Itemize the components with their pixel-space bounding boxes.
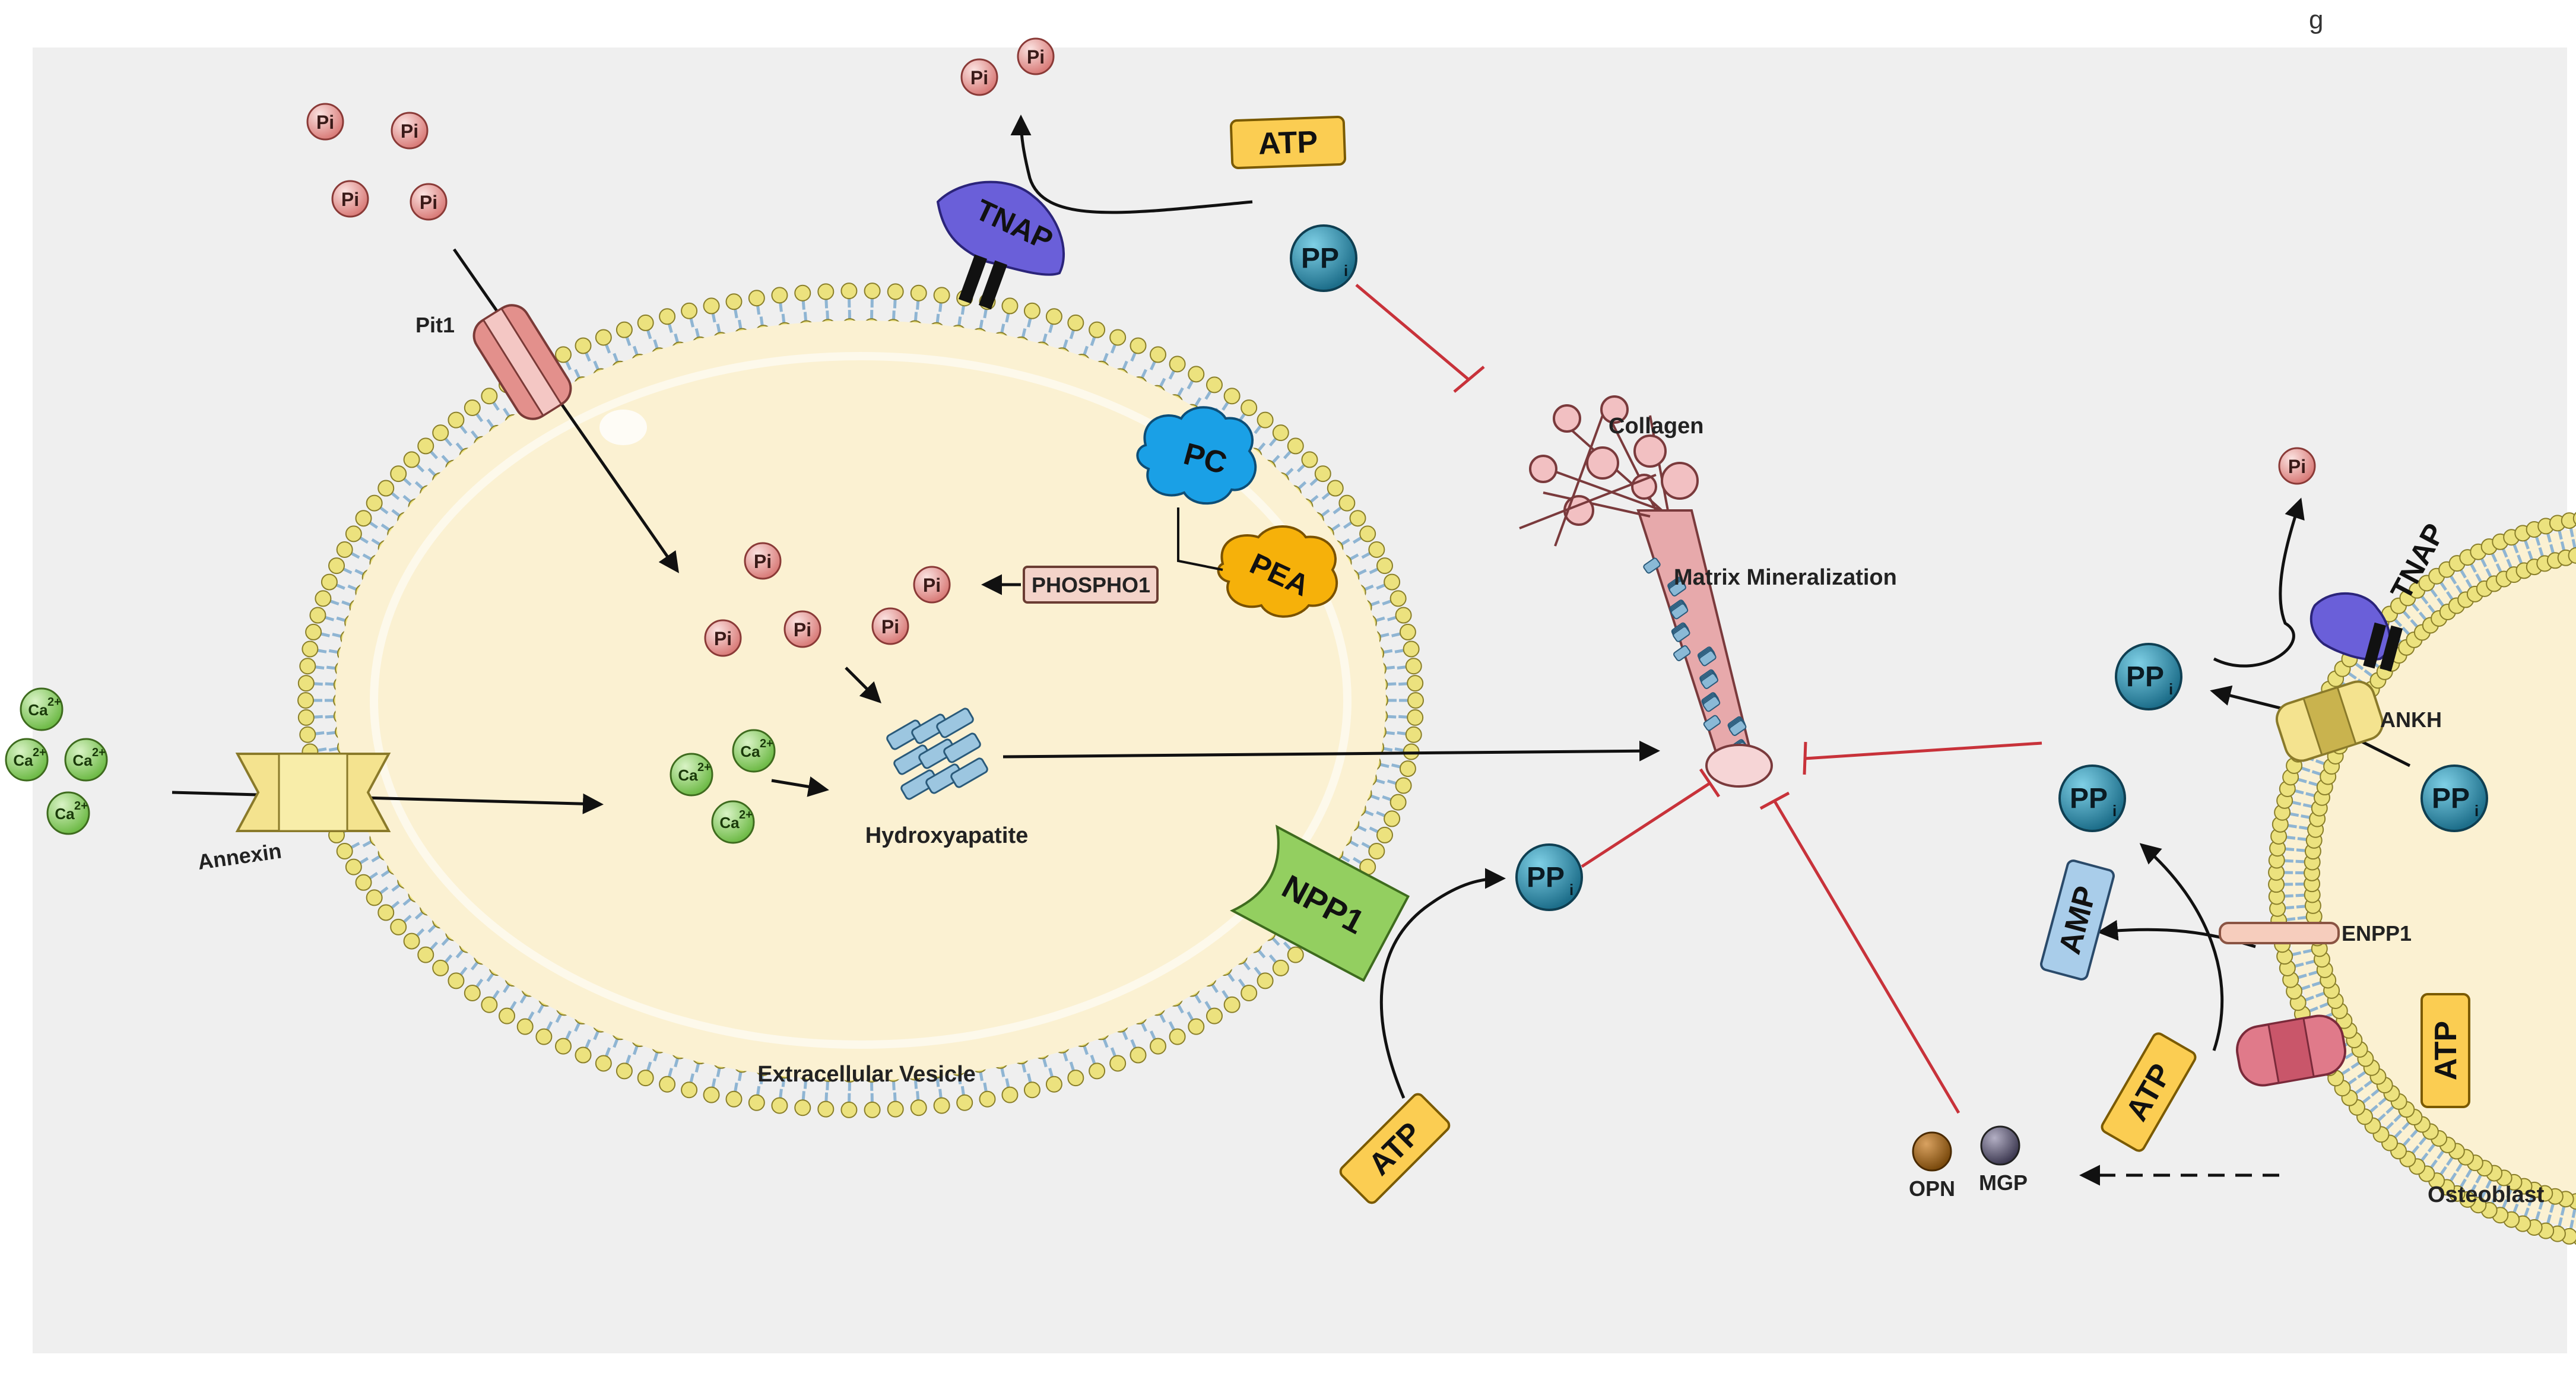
svg-text:Pi: Pi (754, 551, 772, 572)
pi-molecule: Pi (307, 104, 343, 139)
svg-text:Pi: Pi (881, 616, 899, 637)
pi-molecule: Pi (873, 608, 908, 644)
svg-text:2+: 2+ (739, 808, 753, 821)
pi-molecule: Pi (705, 620, 741, 656)
svg-text:Pi: Pi (316, 112, 334, 133)
svg-text:PP: PP (1301, 243, 1339, 274)
phospho1-label: PHOSPHO1 (1032, 573, 1150, 597)
svg-text:Ca: Ca (13, 751, 33, 769)
svg-text:2+: 2+ (697, 761, 711, 774)
phospho1-enzyme: PHOSPHO1 (1024, 567, 1157, 602)
atp-box-osteoblast-inner: ATP (2422, 994, 2469, 1107)
svg-text:2+: 2+ (33, 746, 46, 759)
inhibit-ppi-right-bar (1804, 742, 1806, 775)
svg-text:Ca: Ca (719, 814, 740, 832)
pi-molecule: Pi (1018, 39, 1054, 74)
svg-text:i: i (2112, 802, 2117, 820)
pi-molecule: Pi (914, 567, 950, 602)
mgp-label: MGP (1979, 1170, 2028, 1195)
enpp1-label: ENPP1 (2342, 921, 2412, 946)
svg-text:Ca: Ca (28, 701, 48, 719)
pi-molecule: Pi (392, 113, 427, 148)
svg-text:Ca: Ca (678, 766, 698, 784)
svg-text:Pi: Pi (714, 628, 732, 649)
svg-text:PP: PP (2070, 783, 2108, 814)
svg-text:PP: PP (1527, 862, 1565, 893)
svg-text:PP: PP (2432, 783, 2470, 814)
svg-text:Ca: Ca (740, 743, 760, 760)
svg-text:ATP: ATP (1258, 125, 1318, 161)
osteoblast-label: Osteoblast (2428, 1182, 2545, 1207)
svg-text:Pi: Pi (1027, 46, 1045, 68)
svg-text:2+: 2+ (47, 696, 61, 709)
ankh-label: ANKH (2380, 708, 2442, 732)
pi-molecule: Pi (411, 184, 446, 220)
pi-molecule: Pi (785, 611, 820, 647)
svg-text:2+: 2+ (92, 746, 106, 759)
pi-molecule: Pi (332, 181, 368, 217)
svg-text:i: i (2169, 680, 2173, 698)
svg-text:i: i (1344, 262, 1348, 280)
pc-cloud: PC (1137, 407, 1255, 503)
svg-text:2+: 2+ (74, 800, 88, 813)
svg-text:2+: 2+ (760, 737, 773, 750)
ppi-molecule: PP i (2422, 766, 2487, 831)
corner-fragment: g (2309, 5, 2323, 34)
pi-molecule: Pi (2279, 448, 2315, 484)
extracellular-vesicle (298, 283, 1423, 1118)
svg-text:ATP: ATP (2429, 1021, 2463, 1080)
enpp1-enzyme (2220, 923, 2339, 943)
opn-label: OPN (1909, 1176, 1955, 1201)
pea-cloud: PEA (1219, 526, 1337, 617)
svg-text:Pi: Pi (341, 189, 359, 210)
svg-text:Pi: Pi (794, 619, 811, 640)
svg-text:i: i (2475, 802, 2479, 820)
ppi-molecule: PP i (2116, 644, 2181, 709)
pit1-label: Pit1 (415, 313, 455, 337)
matrix-mineralization-label: Matrix Mineralization (1674, 565, 1897, 590)
extracellular-vesicle-label: Extracellular Vesicle (757, 1062, 976, 1087)
svg-text:Ca: Ca (55, 805, 75, 823)
annexin-channel (237, 754, 389, 831)
svg-text:Pi: Pi (420, 192, 437, 213)
pi-molecule: Pi (962, 59, 997, 95)
svg-text:PP: PP (2126, 661, 2164, 693)
hydroxyapatite-label: Hydroxyapatite (865, 823, 1029, 848)
svg-text:i: i (1569, 881, 1573, 899)
opn-molecule (1913, 1132, 1951, 1170)
ppi-molecule: PP i (1291, 226, 1356, 291)
pi-molecule: Pi (745, 543, 781, 579)
svg-text:Pi: Pi (923, 575, 941, 596)
svg-text:Pi: Pi (970, 67, 988, 88)
atp-box-top: ATP (1231, 117, 1346, 169)
mgp-molecule (1981, 1127, 2019, 1165)
svg-text:Pi: Pi (401, 120, 418, 142)
collagen-label: Collagen (1609, 414, 1703, 439)
svg-text:Ca: Ca (72, 751, 93, 769)
svg-text:Pi: Pi (2288, 456, 2306, 477)
